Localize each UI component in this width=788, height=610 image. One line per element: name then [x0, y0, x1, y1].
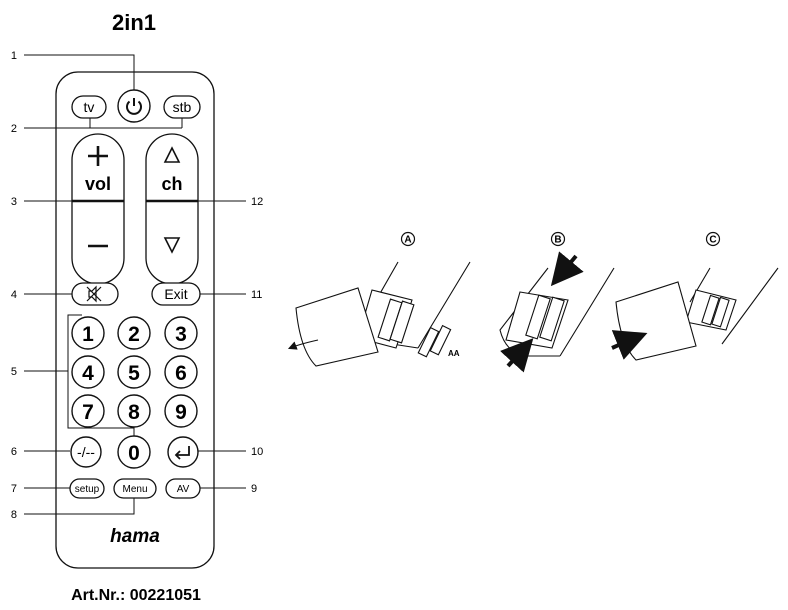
callout-4: 4: [11, 289, 17, 301]
enter-icon: [174, 446, 190, 460]
digit-label-0: 0: [128, 442, 140, 465]
step-a-label: A: [404, 235, 411, 246]
diagram-title: 2in1: [112, 10, 156, 35]
brand-logo: hama: [110, 526, 160, 547]
step-b-marker: B: [550, 231, 566, 247]
battery-step-b-illustration: [499, 251, 615, 373]
callout-10: 10: [251, 446, 263, 458]
enter-button[interactable]: [167, 436, 199, 468]
callout-1: 1: [11, 50, 17, 62]
channel-rocker[interactable]: ch: [145, 133, 199, 285]
vol-label: vol: [85, 174, 111, 194]
mute-button[interactable]: [71, 282, 119, 306]
callout-8: 8: [11, 509, 17, 521]
av-button-label: AV: [177, 484, 190, 495]
battery-aa-label: AA: [448, 349, 460, 358]
callout-lines: [24, 54, 246, 515]
digit-label-4: 4: [82, 362, 94, 385]
digit-button-3[interactable]: 3: [164, 316, 198, 350]
power-icon: [126, 98, 142, 115]
callout-2: 2: [11, 123, 17, 135]
digit-label-7: 7: [82, 401, 94, 424]
callout-11: 11: [251, 289, 262, 301]
stb-button[interactable]: stb: [163, 95, 201, 119]
dash-button[interactable]: -/--: [70, 436, 102, 468]
callout-12: 12: [251, 196, 263, 208]
mute-icon: [86, 285, 102, 303]
digit-label-6: 6: [175, 362, 187, 385]
exit-button-label: Exit: [164, 286, 187, 302]
digit-label-2: 2: [128, 323, 140, 346]
digit-label-5: 5: [128, 362, 140, 385]
setup-button-label: setup: [75, 484, 100, 495]
setup-button[interactable]: setup: [69, 478, 105, 499]
av-button[interactable]: AV: [165, 478, 201, 499]
callout-7: 7: [11, 483, 17, 495]
digit-label-9: 9: [175, 401, 187, 424]
triangle-down-icon: [163, 237, 181, 254]
digit-button-2[interactable]: 2: [117, 316, 151, 350]
triangle-up-icon: [163, 146, 181, 163]
battery-step-a-illustration: [287, 261, 471, 367]
callout-6: 6: [11, 446, 17, 458]
digit-button-5[interactable]: 5: [117, 355, 151, 389]
callout-9: 9: [251, 483, 257, 495]
digit-label-3: 3: [175, 323, 187, 346]
step-c-marker: C: [705, 231, 721, 247]
volume-rocker[interactable]: vol: [71, 133, 125, 285]
digit-button-0[interactable]: 0: [117, 435, 151, 469]
menu-button[interactable]: Menu: [113, 478, 157, 499]
ch-label: ch: [161, 174, 182, 194]
digit-button-6[interactable]: 6: [164, 355, 198, 389]
power-button[interactable]: [117, 89, 151, 123]
dash-button-label: -/--: [77, 444, 95, 460]
exit-button[interactable]: Exit: [151, 282, 201, 306]
digit-label-1: 1: [82, 323, 94, 346]
battery-step-c-illustration: [611, 267, 779, 361]
tv-button-label: tv: [84, 99, 95, 115]
digit-button-4[interactable]: 4: [71, 355, 105, 389]
tv-button[interactable]: tv: [71, 95, 107, 119]
digit-button-9[interactable]: 9: [164, 394, 198, 428]
digit-button-1[interactable]: 1: [71, 316, 105, 350]
step-c-label: C: [709, 235, 716, 246]
plus-icon: [88, 146, 108, 166]
step-a-marker: A: [400, 231, 416, 247]
callout-3: 3: [11, 196, 17, 208]
callout-5: 5: [11, 366, 17, 378]
menu-button-label: Menu: [122, 484, 147, 495]
step-b-label: B: [554, 235, 561, 246]
digit-label-8: 8: [128, 401, 140, 424]
stb-button-label: stb: [173, 99, 192, 115]
digit-button-7[interactable]: 7: [71, 394, 105, 428]
digit-button-8[interactable]: 8: [117, 394, 151, 428]
article-number: Art.Nr.: 00221051: [71, 587, 201, 604]
